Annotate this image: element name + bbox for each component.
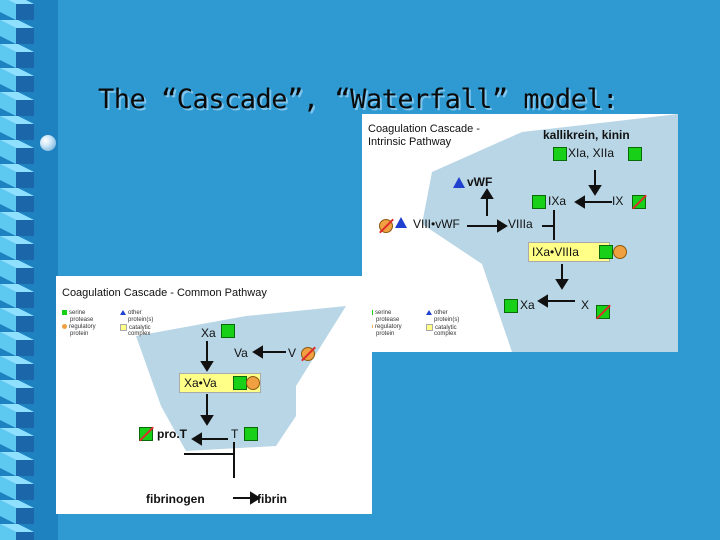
arrow-head [555,279,569,290]
thrombin-label: T [231,427,239,441]
intrinsic-sheet [422,114,678,352]
band-block [0,260,34,284]
xia-xiia-label: XIa, XIIa [568,146,615,160]
serine-protease-icon [628,147,642,161]
band-block [0,356,34,380]
band-block [0,164,34,188]
inactive-serine-protease-icon [596,305,610,319]
band-block [0,212,34,236]
intrinsic-pathway-panel: Coagulation Cascade - Intrinsic Pathway … [362,114,678,352]
serine-protease-icon [244,427,258,441]
arrow-head [200,415,214,426]
intrinsic-legend: serine protease regulatory protein other… [368,310,480,346]
other-protein-icon [453,177,465,188]
band-block [0,188,34,212]
band-block [0,308,34,332]
common-pathway-panel: Coagulation Cascade - Common Pathway ser… [56,276,372,514]
serine-protease-icon [504,299,518,313]
xa-va-label: Xa•Va [184,376,217,390]
va-label: Va [234,346,248,360]
fibrinogen-label: fibrinogen [146,492,205,506]
serine-protease-icon [553,147,567,161]
intrinsic-title-line1: Coagulation Cascade - [368,123,480,135]
arrow-head [250,491,261,505]
ixa-label: IXa [548,194,567,208]
arrow-head [588,185,602,196]
v-label: V [288,346,297,360]
band-block [0,524,34,540]
pro-thrombin-label: pro.T [157,427,187,441]
common-legend: serine protease regulatory protein other… [62,310,174,346]
xa-label: Xa [520,298,535,312]
regulatory-protein-icon [613,245,627,259]
band-block [0,20,34,44]
serine-protease-icon [233,376,247,390]
ixa-viiia-label: IXa•VIIIa [532,245,579,259]
band-block [0,140,34,164]
band-block [0,284,34,308]
vwf-label: vWF [467,175,493,189]
band-block [0,500,34,524]
inactive-serine-protease-icon [632,195,646,209]
bullet-icon [40,135,56,151]
serine-protease-icon [599,245,613,259]
band-block [0,404,34,428]
intrinsic-title-line2: Intrinsic Pathway [368,136,452,148]
arrow-head [574,195,585,209]
ix-label: IX [612,194,624,208]
intrinsic-diagram-graphics [422,114,678,352]
band-block [0,44,34,68]
other-protein-icon [395,217,407,228]
band-block [0,332,34,356]
band-block [0,116,34,140]
kallikrein-label: kallikrein, kinin [543,128,630,142]
band-block [0,476,34,500]
arrow-head [497,219,508,233]
xa-label: Xa [201,326,216,340]
band-block [0,452,34,476]
band-block [0,380,34,404]
arrow-head [537,294,548,308]
common-title: Coagulation Cascade - Common Pathway [62,287,267,299]
arrow-head [191,432,202,446]
fibrin-label: fibrin [257,492,287,506]
arrow-head [480,188,494,199]
left-band-blocks [0,0,34,540]
inactive-serine-protease-icon [139,427,153,441]
band-block [0,428,34,452]
slide-title: The “Cascade”, “Waterfall” model: [98,84,618,115]
band-block [0,92,34,116]
band-block [0,68,34,92]
inactive-regulatory-protein-icon [301,347,315,361]
serine-protease-icon [221,324,235,338]
arrow-head [252,345,263,359]
viii-vwf-label: VIII•vWF [413,217,460,231]
band-block [0,236,34,260]
regulatory-protein-icon [246,376,260,390]
x-label: X [581,298,590,312]
band-block [0,0,34,20]
inactive-regulatory-protein-icon [379,219,393,233]
serine-protease-icon [532,195,546,209]
arrow-head [200,361,214,372]
viiia-label: VIIIa [508,217,533,231]
